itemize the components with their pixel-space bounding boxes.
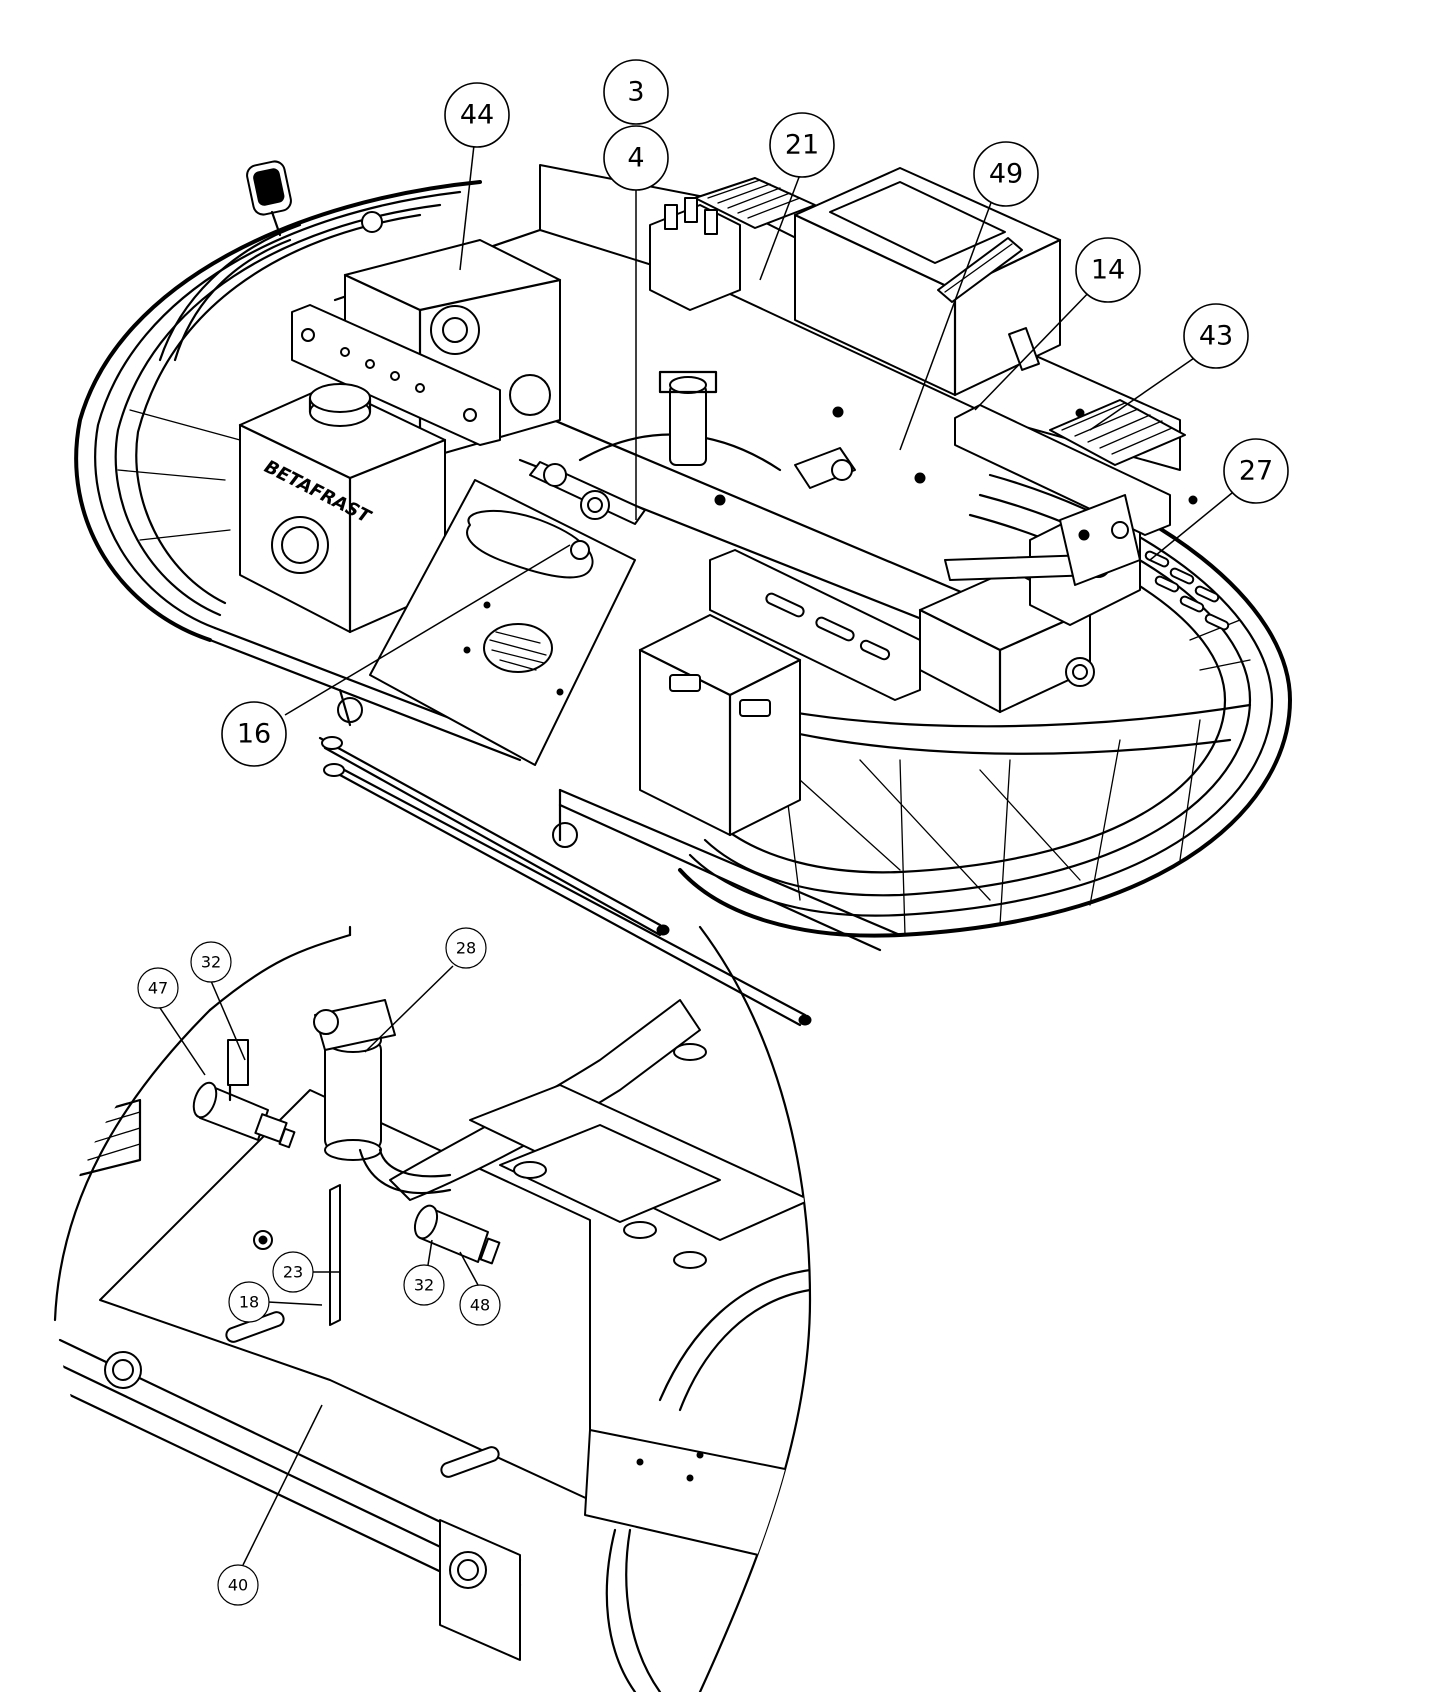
hydraulic-valve-block bbox=[649, 197, 741, 311]
hydraulic-filter bbox=[658, 370, 718, 466]
bolts bbox=[361, 211, 1198, 560]
callout-32-upper: 32 bbox=[190, 941, 232, 983]
callout-44: 44 bbox=[444, 82, 510, 148]
callout-49: 49 bbox=[973, 141, 1039, 207]
callout-14-label: 14 bbox=[1091, 255, 1125, 286]
callout-21-label: 21 bbox=[785, 130, 819, 161]
grate-platform-right bbox=[1049, 399, 1186, 466]
callout-23-label: 23 bbox=[283, 1263, 303, 1282]
callout-48: 48 bbox=[459, 1284, 501, 1326]
callout-32-upper-label: 32 bbox=[201, 953, 221, 972]
detail-sensor bbox=[413, 1204, 501, 1265]
left-cross-beam bbox=[291, 304, 501, 446]
detail-fitting bbox=[253, 1230, 273, 1250]
callout-18: 18 bbox=[228, 1281, 270, 1323]
callout-43: 43 bbox=[1183, 303, 1249, 369]
main-assembly-view: BETAFRAST bbox=[74, 160, 1292, 1027]
callout-3: 3 bbox=[603, 59, 669, 125]
callout-47: 47 bbox=[137, 967, 179, 1009]
right-guard-cage bbox=[678, 458, 1292, 938]
callout-14: 14 bbox=[1075, 237, 1141, 303]
callout-27: 27 bbox=[1223, 438, 1289, 504]
battery bbox=[638, 614, 802, 837]
callout-21: 21 bbox=[769, 112, 835, 178]
right-cross-beam bbox=[709, 549, 921, 701]
callout-27-label: 27 bbox=[1239, 456, 1273, 487]
lower-frame bbox=[337, 688, 902, 952]
callout-28-label: 28 bbox=[456, 939, 476, 958]
loose-cables bbox=[318, 736, 812, 1027]
callout-43-label: 43 bbox=[1199, 321, 1233, 352]
callout-44-label: 44 bbox=[460, 100, 494, 131]
detail-boundary bbox=[348, 925, 812, 1692]
detail-callouts: 47 32 28 23 18 32 48 40 bbox=[137, 927, 501, 1606]
callout-18-label: 18 bbox=[239, 1293, 259, 1312]
callout-16-label: 16 bbox=[237, 719, 271, 750]
callout-16: 16 bbox=[221, 701, 287, 767]
callout-40-label: 40 bbox=[228, 1576, 248, 1595]
left-guard-cage bbox=[74, 180, 522, 762]
callout-32-lower: 32 bbox=[403, 1264, 445, 1306]
center-plate bbox=[369, 479, 636, 766]
callout-40: 40 bbox=[217, 1564, 259, 1606]
callout-47-label: 47 bbox=[148, 979, 168, 998]
detail-view bbox=[53, 925, 812, 1692]
callout-49-label: 49 bbox=[989, 159, 1023, 190]
cage-vent-slots bbox=[1144, 550, 1230, 631]
callout-23: 23 bbox=[272, 1251, 314, 1293]
drive-shaft bbox=[529, 461, 646, 525]
detail-filter bbox=[313, 999, 452, 1195]
callout-28: 28 bbox=[445, 927, 487, 969]
mirror bbox=[246, 160, 292, 237]
callout-4: 4 bbox=[603, 125, 669, 191]
callout-48-label: 48 bbox=[470, 1296, 490, 1315]
callout-3-label: 3 bbox=[627, 77, 644, 108]
detail-sender bbox=[192, 1039, 296, 1149]
callout-32-lower-label: 32 bbox=[414, 1276, 434, 1295]
fuel-tank-box: BETAFRAST bbox=[238, 383, 447, 634]
sight-glass bbox=[794, 447, 856, 489]
control-console bbox=[793, 167, 1062, 397]
callout-4-label: 4 bbox=[627, 143, 644, 174]
main-callouts: 3 4 44 21 49 14 43 27 bbox=[221, 59, 1289, 767]
